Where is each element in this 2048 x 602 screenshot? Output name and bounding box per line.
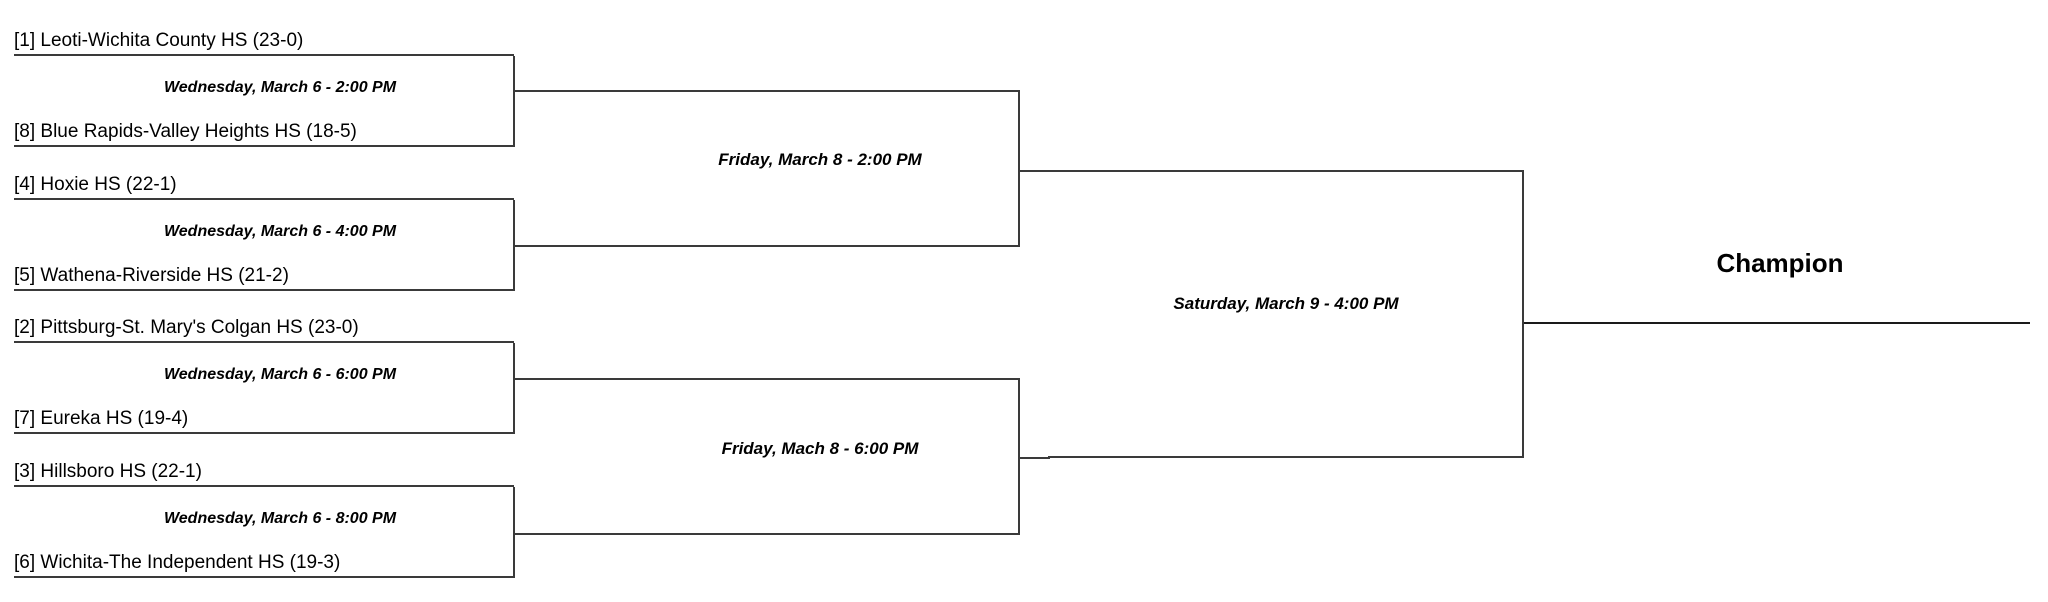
game-label: Friday, Mach 8 - 6:00 PM: [721, 439, 919, 458]
round1-match-box: [14, 200, 515, 291]
team-slot[interactable]: [4] Hoxie HS (22-1): [14, 170, 514, 200]
game-label: Wednesday, March 6 - 2:00 PM: [163, 79, 397, 96]
final-match-box: [1048, 170, 1524, 458]
team-slot[interactable]: [6] Wichita-The Independent HS (19-3): [14, 548, 514, 578]
team-name: [3] Hillsboro HS (22-1): [14, 461, 202, 482]
team-slot[interactable]: [3] Hillsboro HS (22-1): [14, 457, 514, 487]
round2-match-box: [618, 90, 1020, 247]
game-label: Saturday, March 9 - 4:00 PM: [1173, 294, 1399, 313]
team-name: [2] Pittsburg-St. Mary's Colgan HS (23-0…: [14, 317, 359, 338]
team-slot[interactable]: [8] Blue Rapids-Valley Heights HS (18-5): [14, 117, 514, 147]
team-name: [1] Leoti-Wichita County HS (23-0): [14, 30, 304, 51]
champion-title: Champion: [1716, 248, 1844, 278]
bracket-connector: [515, 90, 620, 92]
team-slot[interactable]: [5] Wathena-Riverside HS (21-2): [14, 261, 514, 291]
team-slot[interactable]: [7] Eureka HS (19-4): [14, 404, 514, 434]
bracket-connector: [515, 378, 620, 380]
team-name: [4] Hoxie HS (22-1): [14, 174, 177, 195]
game-label: Friday, March 8 - 2:00 PM: [718, 150, 922, 169]
team-name: [8] Blue Rapids-Valley Heights HS (18-5): [14, 121, 357, 142]
game-label: Wednesday, March 6 - 4:00 PM: [163, 223, 397, 240]
round2-match-box: [618, 378, 1020, 535]
round1-match-box: [14, 487, 515, 578]
bracket-connector: [515, 533, 620, 535]
game-label: Wednesday, March 6 - 8:00 PM: [163, 510, 397, 527]
bracket-connector: [515, 245, 620, 247]
champion-slot-line: [1524, 322, 2030, 324]
bracket-connector: [1020, 457, 1050, 459]
team-slot[interactable]: [2] Pittsburg-St. Mary's Colgan HS (23-0…: [14, 313, 514, 343]
game-label: Wednesday, March 6 - 6:00 PM: [163, 366, 397, 383]
round1-match-box: [14, 343, 515, 434]
round1-match-box: [14, 56, 515, 147]
team-name: [5] Wathena-Riverside HS (21-2): [14, 265, 289, 286]
team-name: [6] Wichita-The Independent HS (19-3): [14, 552, 341, 573]
team-name: [7] Eureka HS (19-4): [14, 408, 189, 429]
team-slot[interactable]: [1] Leoti-Wichita County HS (23-0): [14, 26, 514, 56]
bracket-connector: [1020, 170, 1050, 172]
